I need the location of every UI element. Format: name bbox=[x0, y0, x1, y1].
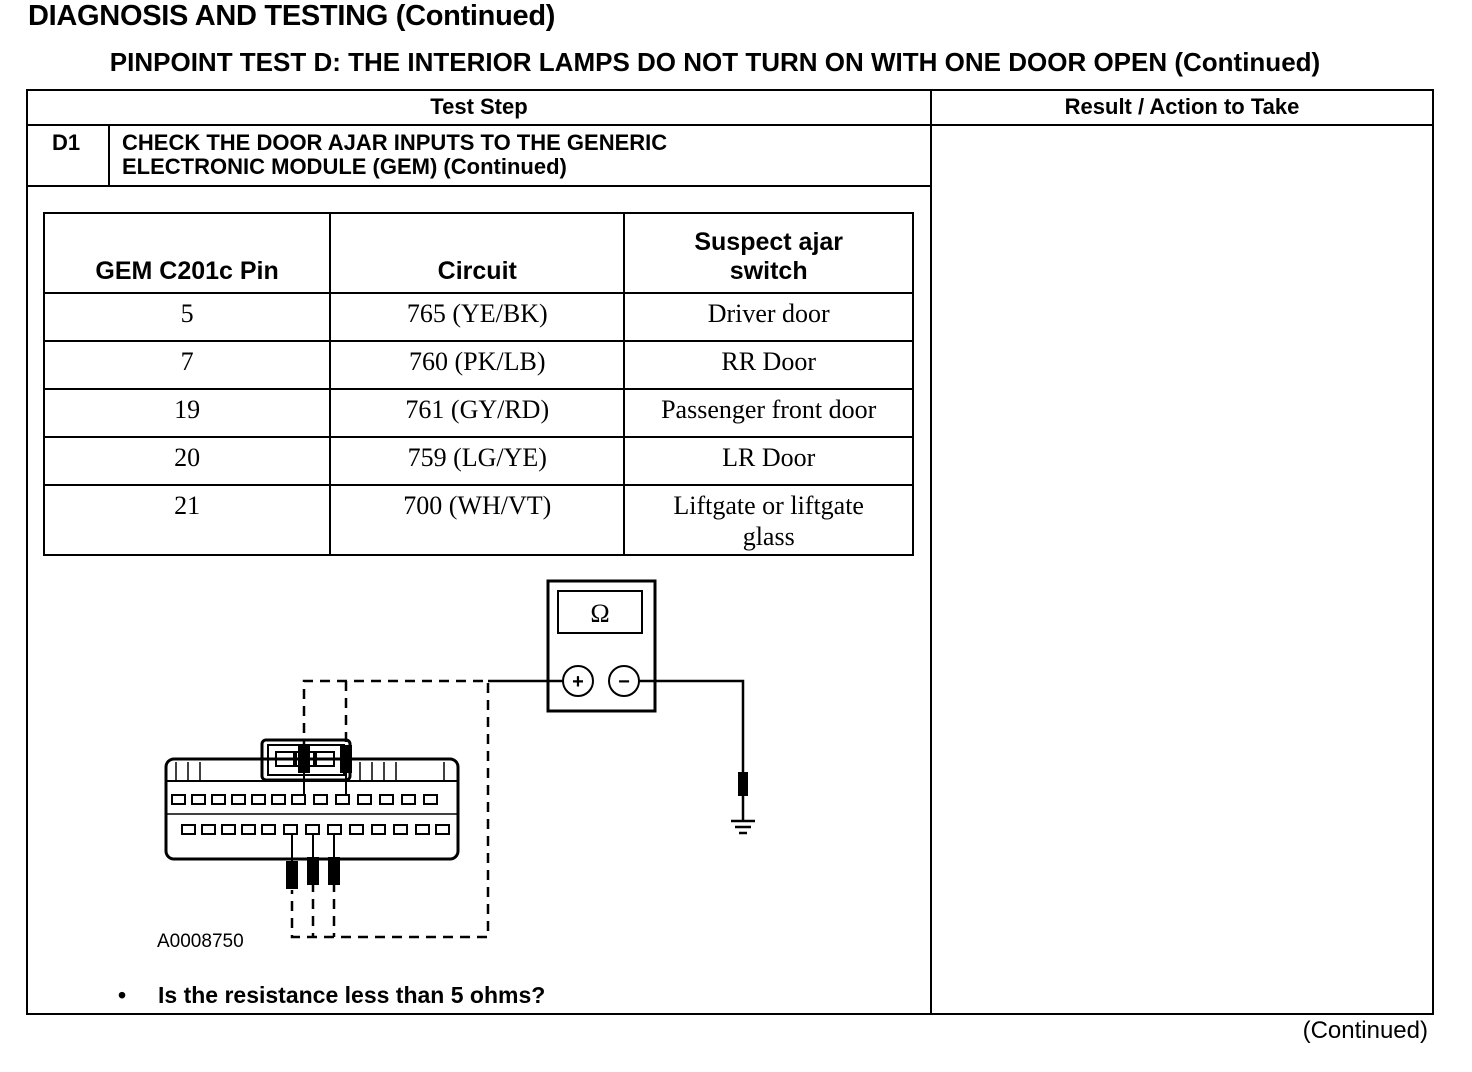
pin-cell: 5 bbox=[42, 292, 332, 342]
pin-table-header-row: GEM C201c Pin Circuit Suspect ajar switc… bbox=[42, 212, 914, 294]
header-suspect-switch: Suspect ajar switch bbox=[623, 212, 914, 294]
step-id: D1 bbox=[52, 130, 81, 155]
column-divider bbox=[930, 89, 932, 1015]
connector-probes bbox=[286, 745, 352, 889]
ground-symbol-icon bbox=[731, 819, 755, 835]
switch-cell: Liftgate or liftgate glass bbox=[623, 484, 914, 556]
col-header-result: Result / Action to Take bbox=[1064, 94, 1300, 119]
circuit-cell: 765 (YE/BK) bbox=[329, 292, 626, 342]
col-header-test-step: Test Step bbox=[430, 94, 528, 119]
circuit-cell: 760 (PK/LB) bbox=[329, 340, 626, 390]
page-title: DIAGNOSIS AND TESTING (Continued) bbox=[28, 0, 556, 32]
pin-cell: 7 bbox=[42, 340, 332, 390]
switch-cell: LR Door bbox=[623, 436, 914, 486]
table-row: 7 760 (PK/LB) RR Door bbox=[42, 340, 914, 390]
question: • Is the resistance less than 5 ohms? bbox=[118, 982, 545, 1009]
step-header-bottom bbox=[26, 185, 931, 187]
figure-id: A0008750 bbox=[157, 931, 244, 952]
header-divider bbox=[26, 124, 1434, 126]
minus-label: − bbox=[618, 671, 630, 693]
table-row: 5 765 (YE/BK) Driver door bbox=[42, 292, 914, 342]
bullet: • bbox=[118, 982, 127, 1008]
circuit-cell: 761 (GY/RD) bbox=[329, 388, 626, 438]
table-row: 21 700 (WH/VT) Liftgate or liftgate glas… bbox=[42, 484, 914, 556]
meter-display: Ω bbox=[590, 599, 609, 628]
pinpoint-test-title: PINPOINT TEST D: THE INTERIOR LAMPS DO N… bbox=[109, 47, 1321, 77]
switch-cell: Passenger front door bbox=[623, 388, 914, 438]
plus-label: + bbox=[572, 671, 584, 693]
header-gem-pin: GEM C201c Pin bbox=[42, 212, 332, 294]
step-title-line-2: ELECTRONIC MODULE (GEM) (Continued) bbox=[122, 154, 567, 179]
pin-cell: 21 bbox=[42, 484, 332, 556]
table-row: 20 759 (LG/YE) LR Door bbox=[42, 436, 914, 486]
header-circuit: Circuit bbox=[329, 212, 626, 294]
test-table-frame bbox=[26, 89, 1434, 1015]
circuit-cell: 759 (LG/YE) bbox=[329, 436, 626, 486]
pin-cell: 20 bbox=[42, 436, 332, 486]
circuit-cell: 700 (WH/VT) bbox=[329, 484, 626, 556]
ohmmeter-icon: Ω + − bbox=[546, 579, 657, 713]
step-title: CHECK THE DOOR AJAR INPUTS TO THE GENERI… bbox=[122, 131, 667, 179]
question-text: Is the resistance less than 5 ohms? bbox=[158, 982, 546, 1008]
switch-cell: Driver door bbox=[623, 292, 914, 342]
table-row: 19 761 (GY/RD) Passenger front door bbox=[42, 388, 914, 438]
pin-table: GEM C201c Pin Circuit Suspect ajar switc… bbox=[42, 212, 914, 556]
step-id-divider bbox=[108, 124, 110, 186]
pin-cell: 19 bbox=[42, 388, 332, 438]
continued-label: (Continued) bbox=[1302, 1017, 1428, 1044]
step-title-line-1: CHECK THE DOOR AJAR INPUTS TO THE GENERI… bbox=[122, 130, 668, 155]
wiring-diagram: Ω + − bbox=[164, 579, 755, 939]
ground-probe bbox=[738, 772, 748, 820]
switch-cell: RR Door bbox=[623, 340, 914, 390]
